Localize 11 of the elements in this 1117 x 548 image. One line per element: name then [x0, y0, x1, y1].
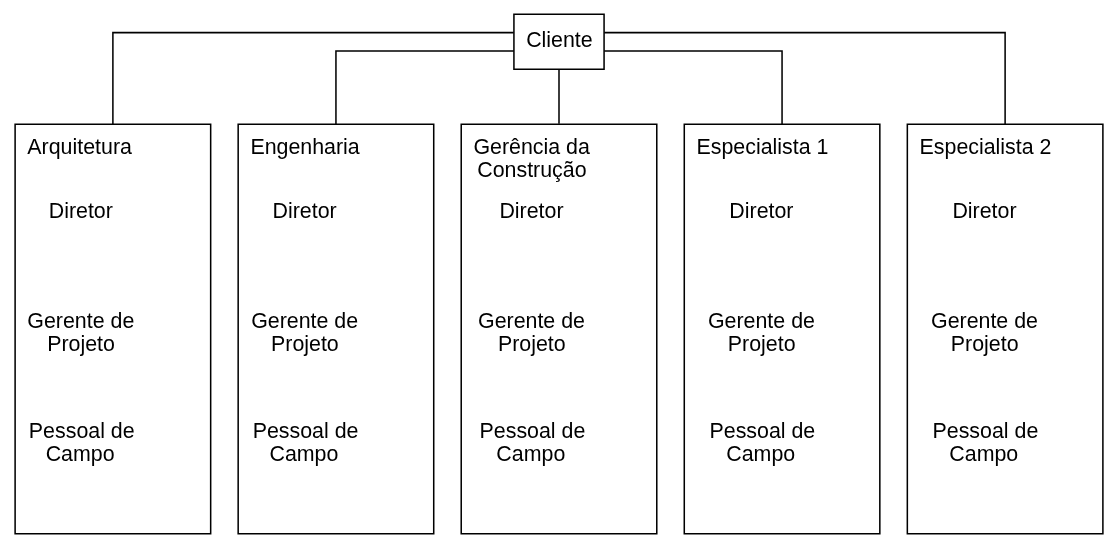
- connector: [602, 31, 1006, 125]
- node-box: Especialista 1 Diretor Gerente de Projeto Pessoal de Campo: [683, 123, 881, 535]
- connector: [557, 68, 560, 125]
- connector: [334, 50, 515, 125]
- node-box: Engenharia Diretor Gerente de Projeto Pessoal de Campo: [236, 123, 434, 535]
- connector: [602, 50, 783, 125]
- node-box: Arquitetura Diretor Gerente de Projeto Pessoal de Campo: [13, 123, 211, 535]
- node-box: Especialista 2 Diretor Gerente de Projeto Pessoal de Campo: [906, 123, 1104, 535]
- connector: [111, 31, 515, 125]
- node-box: Gerência da Construção Diretor Gerente de Projeto Pessoal de Campo: [459, 123, 658, 535]
- node-box: Cliente: [512, 13, 605, 71]
